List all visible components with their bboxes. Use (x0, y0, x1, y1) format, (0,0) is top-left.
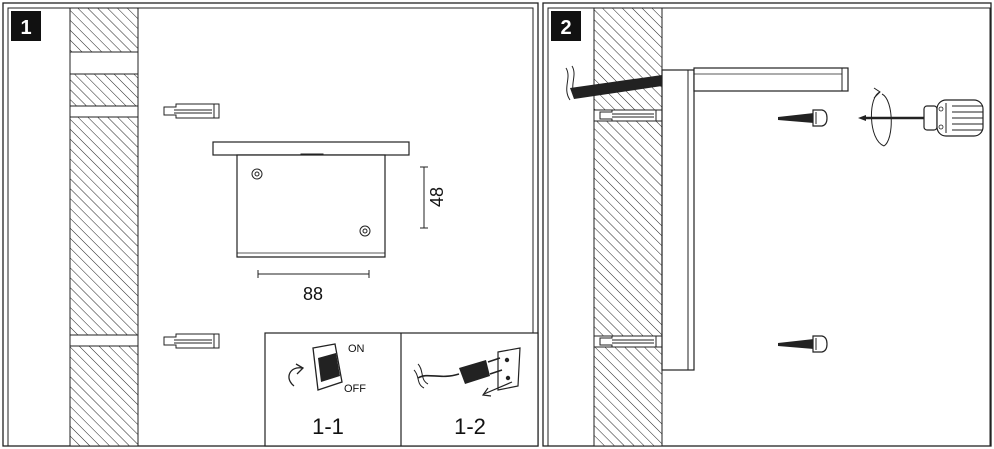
rotation-arrow-icon (870, 87, 892, 147)
inset-substeps: ON OFF 1-1 1-2 (264, 332, 539, 447)
svg-text:1-2: 1-2 (454, 414, 486, 439)
screw-upper (778, 109, 828, 127)
svg-text:OFF: OFF (344, 383, 366, 395)
svg-text:1-1: 1-1 (312, 414, 344, 439)
step-2-badge: 2 (551, 11, 581, 41)
svg-text:88: 88 (303, 284, 323, 304)
power-cable (565, 65, 662, 101)
mounting-plate (212, 141, 410, 258)
dimension-width: 88 (257, 270, 370, 304)
svg-text:2: 2 (560, 17, 571, 39)
dimension-height: 48 (420, 166, 447, 229)
screw-lower (778, 335, 828, 353)
anchor-in-wall-upper (599, 109, 657, 122)
unplug-illustration (413, 347, 521, 397)
svg-text:48: 48 (427, 187, 447, 207)
svg-text:ON: ON (348, 343, 365, 355)
screwdriver-icon (858, 99, 984, 137)
wall-anchor-upper (163, 103, 220, 119)
wall-anchor-lower (163, 333, 220, 349)
wall-section-2 (593, 7, 663, 447)
power-switch-illustration: ON OFF (288, 343, 366, 395)
mounted-fixture (661, 67, 849, 371)
step-1-badge: 1 (11, 11, 41, 41)
svg-text:1: 1 (20, 17, 31, 39)
wall-section (69, 7, 139, 447)
panel-step-2: 2 (542, 2, 992, 447)
anchor-in-wall-lower (599, 335, 657, 348)
panel-step-1: 1 (2, 2, 539, 447)
